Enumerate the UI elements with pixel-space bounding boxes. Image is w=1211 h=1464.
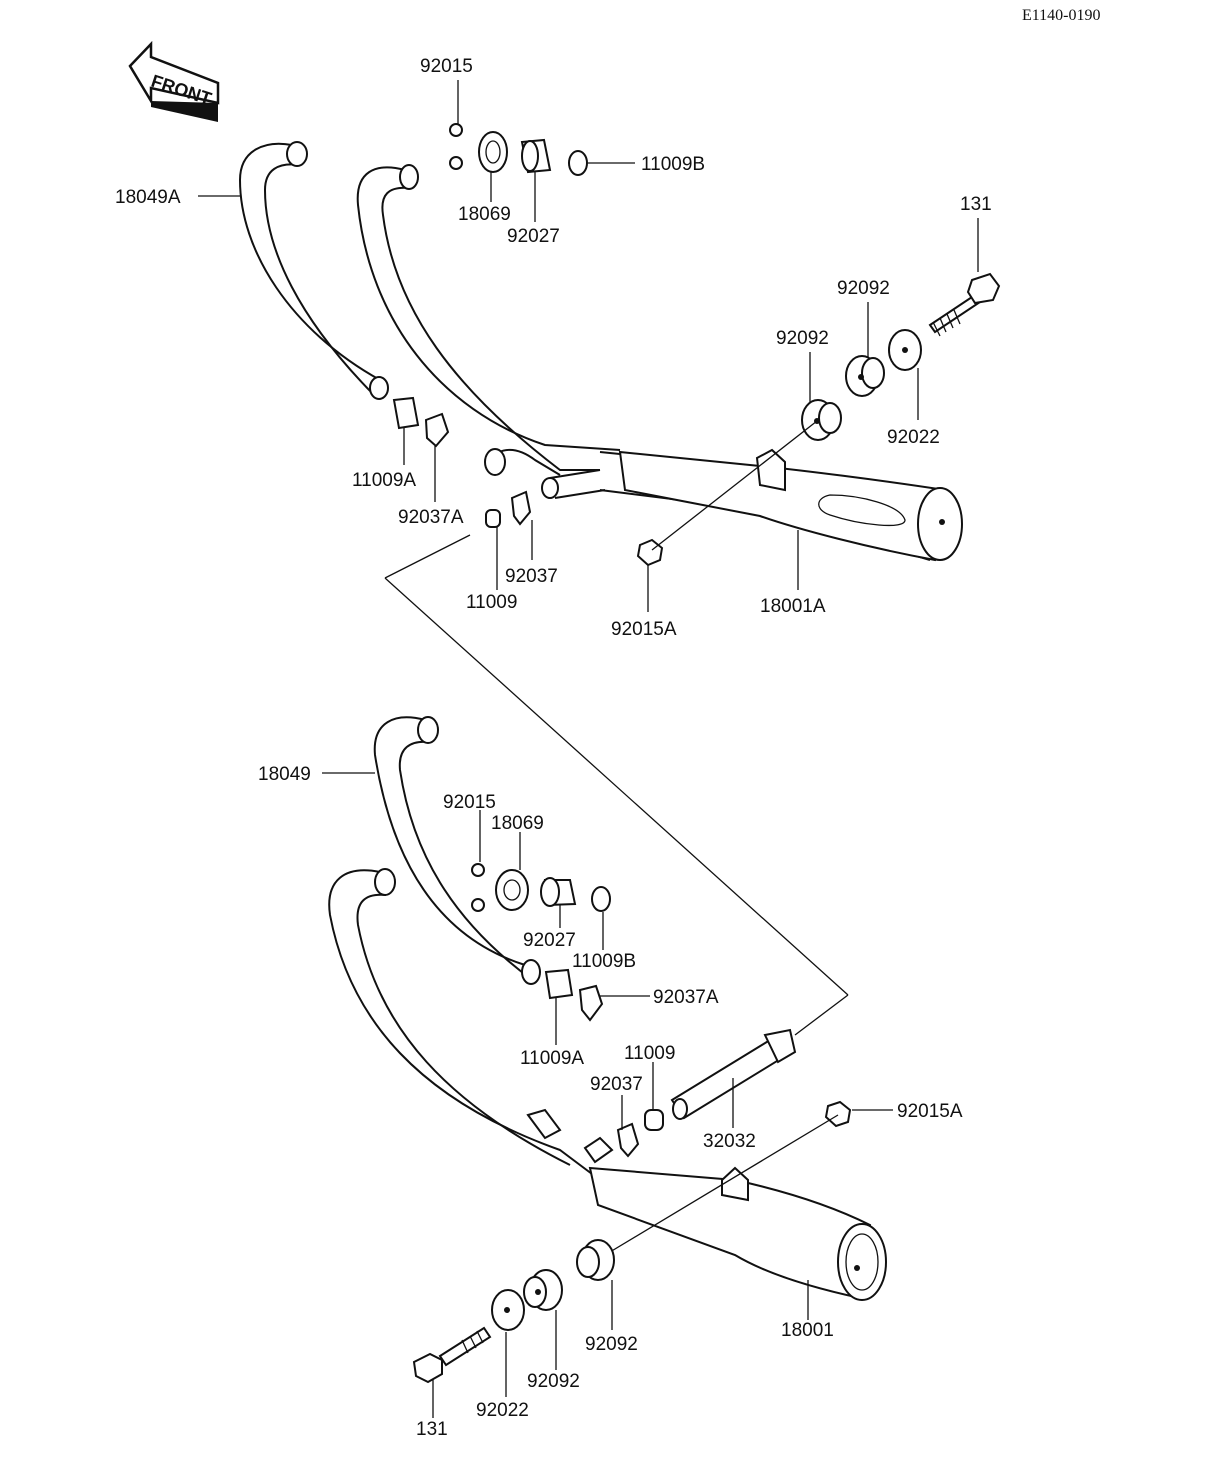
gasket-11009B-lower (591, 886, 611, 912)
muffler-18001 (588, 1166, 887, 1301)
upper-assembly: 92015 18069 92027 11009B 18049A 131 9209… (115, 56, 1001, 640)
lower-label-18049: 18049 (258, 764, 311, 785)
lower-label-11009B: 11009B (572, 951, 636, 972)
upper-leader-lines (198, 80, 979, 612)
upper-label-18069: 18069 (458, 204, 511, 225)
lower-label-92027: 92027 (523, 930, 576, 951)
lower-label-92022: 92022 (476, 1400, 529, 1421)
nut-92015-lower-b (471, 898, 485, 912)
lower-label-11009A: 11009A (520, 1048, 584, 1069)
upper-label-131: 131 (960, 194, 992, 215)
upper-label-18001A: 18001A (760, 596, 826, 617)
clamp-92037 (510, 490, 532, 526)
upper-label-92022: 92022 (887, 427, 940, 448)
lower-label-131: 131 (416, 1419, 448, 1440)
gasket-11009-lower (644, 1109, 664, 1131)
grommet-92092-lower-a (576, 1239, 615, 1281)
collet-92027 (520, 138, 552, 174)
muffler-18001A (599, 448, 963, 562)
exhaust-pipe-upper-rear (356, 164, 621, 499)
exhaust-pipe-18049A (238, 141, 389, 400)
front-arrow-icon: FRONT (128, 40, 220, 122)
lower-label-92092-a: 92092 (585, 1334, 638, 1355)
gasket-11009A-lower (544, 968, 574, 1000)
grommet-92092-lower-b (523, 1269, 563, 1311)
upper-label-92037A: 92037A (398, 507, 464, 528)
crossover-reference-lines (384, 534, 849, 1036)
nut-92015-lower-a (471, 863, 485, 877)
upper-label-92092-b: 92092 (776, 328, 829, 349)
lower-label-32032: 32032 (703, 1131, 756, 1152)
gasket-11009B (568, 150, 588, 176)
exhaust-pipe-lower-rear (328, 868, 614, 1181)
clamp-18069 (478, 131, 508, 173)
lower-label-18001: 18001 (781, 1320, 834, 1341)
bolt-131-lower (412, 1326, 492, 1384)
lower-label-92092-b: 92092 (527, 1371, 580, 1392)
grommet-92092-upper-a (801, 399, 842, 441)
crossover-pipe-32032 (670, 1028, 797, 1120)
nut-92015-a (449, 123, 463, 137)
washer-92022-upper (888, 329, 922, 371)
washer-92022-lower (491, 1289, 525, 1331)
upper-label-92027: 92027 (507, 226, 560, 247)
lower-label-18069: 18069 (491, 813, 544, 834)
lower-assembly: 18049 92015 18069 92027 11009B 92037A 11… (258, 716, 963, 1440)
nut-92015-b (449, 156, 463, 170)
grommet-92092-upper-b (845, 355, 885, 397)
lower-label-92015A: 92015A (897, 1101, 963, 1122)
upper-label-18049A: 18049A (115, 187, 181, 208)
bolt-131-upper (928, 272, 1001, 337)
lower-label-11009: 11009 (624, 1043, 675, 1064)
upper-label-92015A: 92015A (611, 619, 677, 640)
upper-label-92015: 92015 (420, 56, 473, 77)
collet-92027-lower (540, 877, 577, 907)
lower-label-92015: 92015 (443, 792, 496, 813)
upper-label-11009: 11009 (466, 592, 517, 613)
gasket-11009A (392, 396, 420, 430)
exhaust-pipe-18049 (373, 716, 541, 985)
clamp-92037A-lower (578, 984, 604, 1022)
lower-label-92037: 92037 (590, 1074, 643, 1095)
upper-label-92037: 92037 (505, 566, 558, 587)
gasket-11009 (485, 509, 501, 528)
diagram-code: E1140-0190 (1022, 7, 1101, 24)
clamp-92037-lower (616, 1122, 640, 1158)
clamp-92037A (424, 412, 450, 448)
upper-label-11009A: 11009A (352, 470, 416, 491)
lower-label-92037A: 92037A (653, 987, 719, 1008)
nut-92015A-upper (636, 538, 664, 567)
clamp-18069-lower (495, 869, 529, 911)
lower-leader-lines (322, 772, 893, 1418)
upper-label-92092-a: 92092 (837, 278, 890, 299)
nut-92015A-lower (824, 1100, 852, 1128)
upper-label-11009B: 11009B (641, 154, 705, 175)
